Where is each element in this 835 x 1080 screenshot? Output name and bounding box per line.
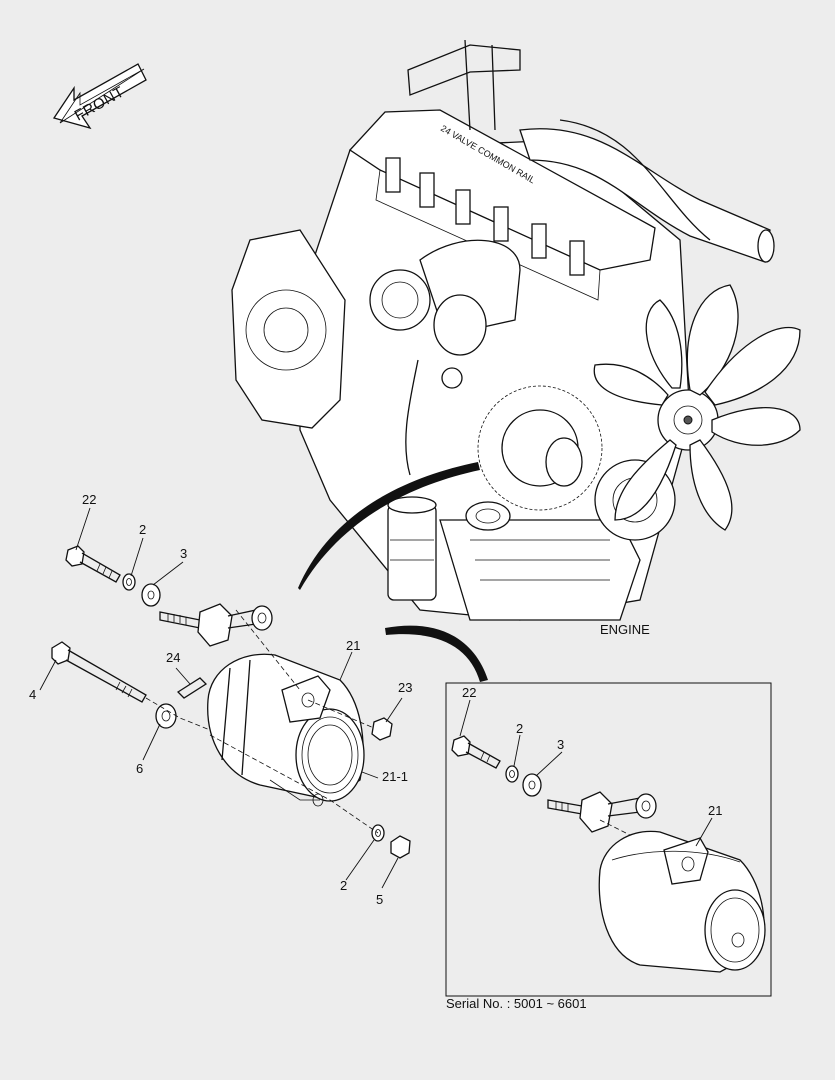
serial-inset: 22 2 3 21 [445, 682, 772, 997]
callout-3: 3 [180, 546, 187, 561]
nut-23 [371, 717, 393, 741]
callout-2: 2 [139, 522, 146, 537]
callout-6: 6 [136, 761, 143, 776]
bolt-22 [65, 545, 121, 583]
callout-21-1: 21-1 [382, 769, 408, 784]
nut-5 [390, 835, 411, 859]
inset-callout-21: 21 [708, 803, 722, 818]
callout-23: 23 [398, 680, 412, 695]
serial-number-note: Serial No. : 5001 ~ 6601 [446, 996, 587, 1011]
callout-2b: 2 [340, 878, 347, 893]
inset-callout-22: 22 [462, 685, 476, 700]
spring-washer-2a [122, 573, 136, 591]
callout-24: 24 [166, 650, 180, 665]
cooling-fan [593, 284, 801, 531]
callout-leaders-main [39, 507, 403, 889]
detail-to-inset-arrow [385, 625, 488, 682]
bolt-4 [51, 641, 147, 703]
callout-5: 5 [376, 892, 383, 907]
inset-callout-3: 3 [557, 737, 564, 752]
injector-row [385, 157, 585, 276]
engine-illustration: 24 VALVE COMMON RAIL [231, 39, 801, 621]
adjust-link [159, 603, 273, 647]
exploded-view [51, 545, 411, 859]
callouts-main: 22 2 3 21 24 23 4 6 21-1 2 5 [29, 492, 412, 907]
front-arrow: FRONT [52, 63, 147, 130]
washer-6 [155, 703, 177, 729]
alternator-21 [207, 653, 365, 807]
engine-caption: ENGINE [600, 622, 650, 637]
callout-22: 22 [82, 492, 96, 507]
inset-callout-2: 2 [516, 721, 523, 736]
plain-washer-3 [141, 583, 161, 607]
terminal-24 [176, 677, 208, 699]
callout-21: 21 [346, 638, 360, 653]
callout-4: 4 [29, 687, 36, 702]
